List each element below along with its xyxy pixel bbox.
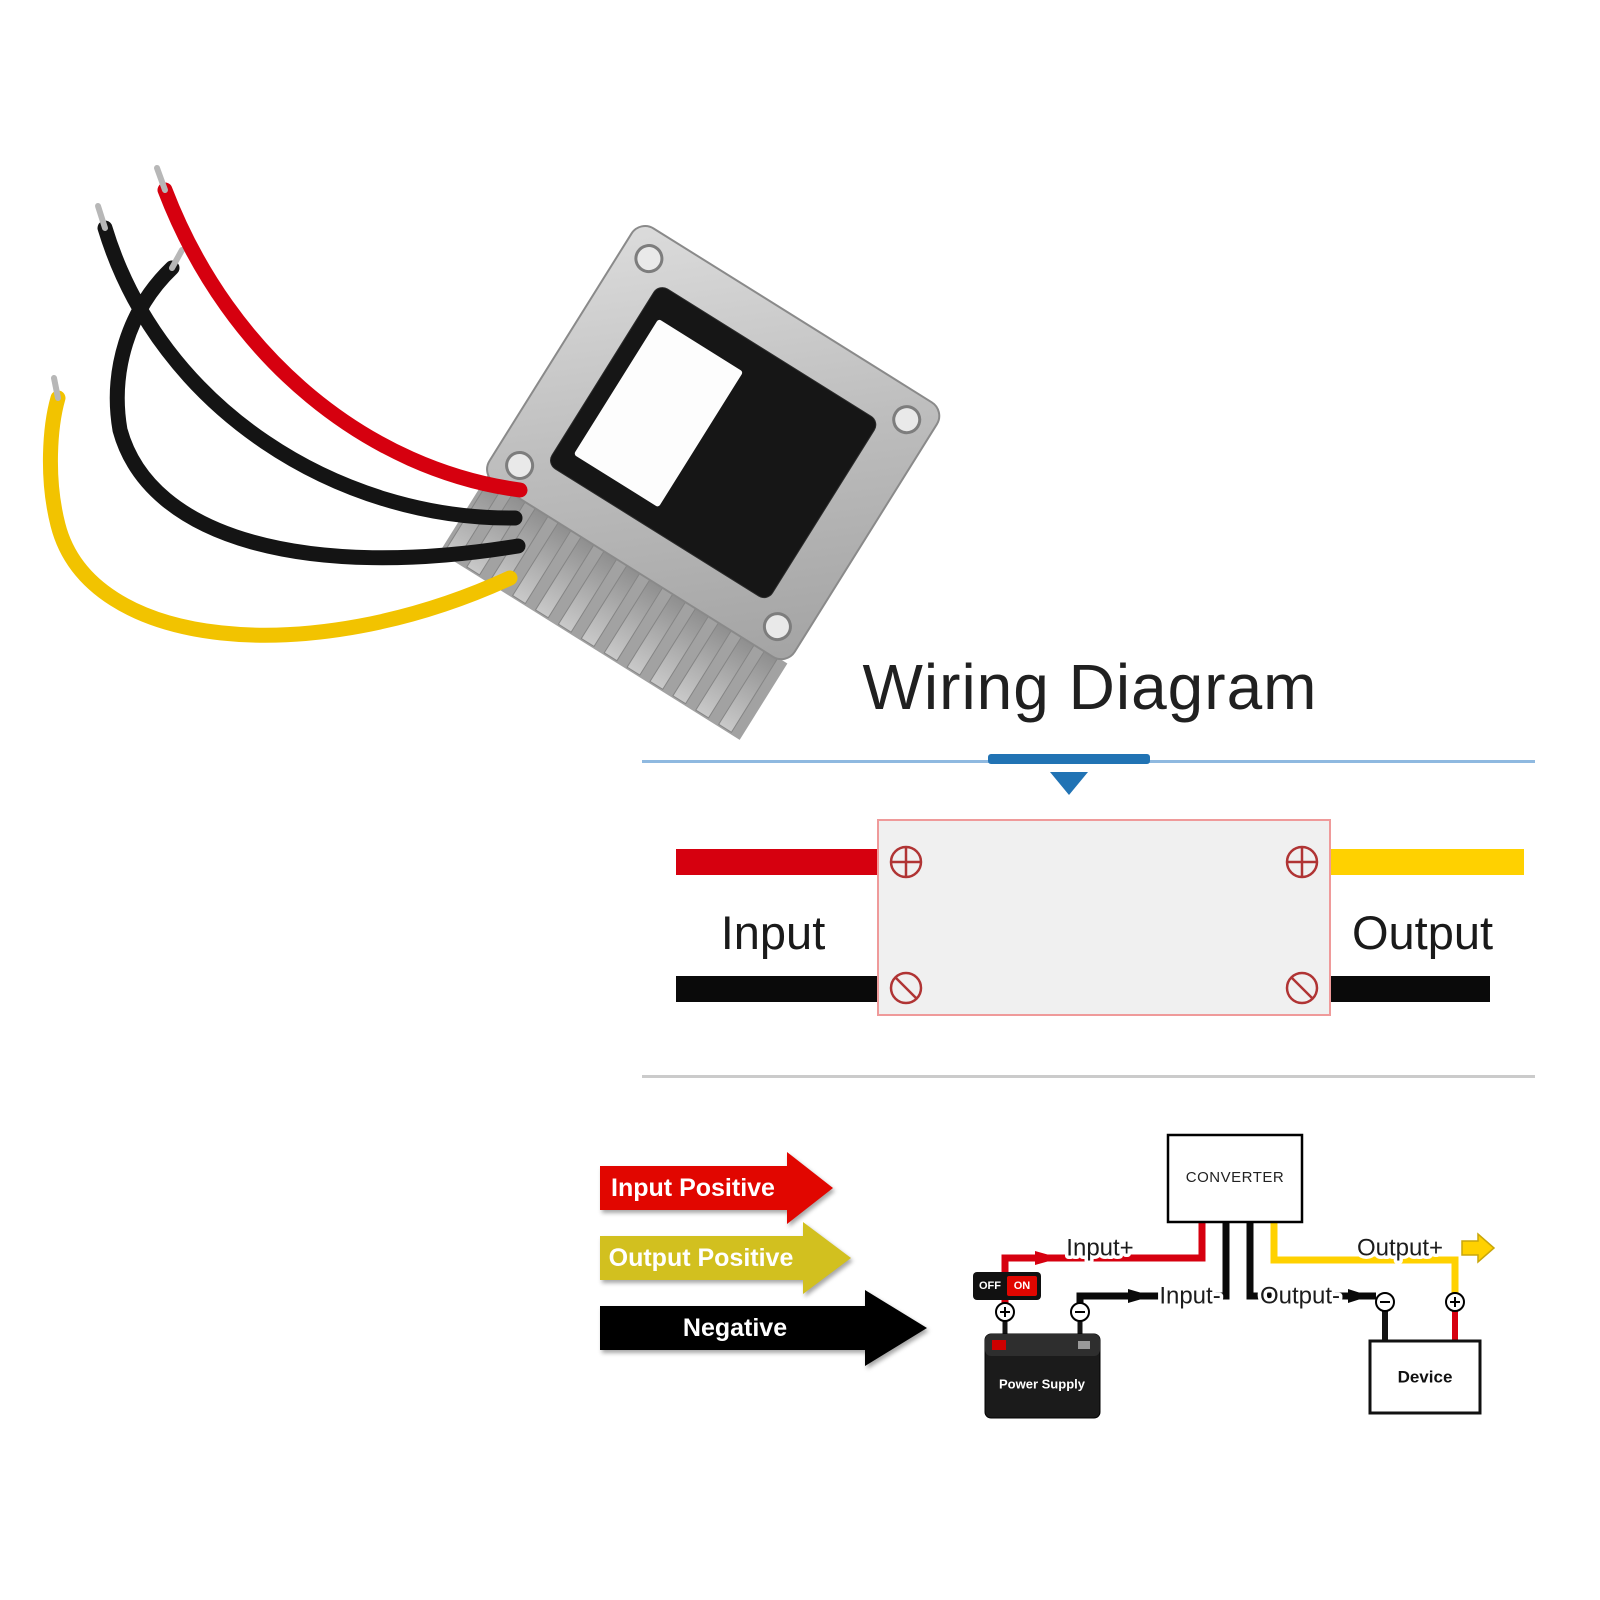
negative-arrow-icon: [600, 1290, 927, 1366]
output-positive-arrow-icon: [600, 1222, 851, 1294]
heatsink-fins: [439, 475, 788, 740]
product-photo: [42, 165, 941, 740]
divider-accent: [988, 754, 1150, 764]
legend-label: Negative: [683, 1314, 787, 1342]
plus-terminal-icon: [1445, 1292, 1465, 1312]
terminal-plus-icon: [1285, 845, 1319, 879]
mounting-hole-icon: [505, 451, 535, 481]
black-wire-2-tip: [169, 247, 185, 271]
chevron-down-icon: [1050, 772, 1088, 795]
yellow-wire: [42, 390, 518, 643]
output-minus-label: Output-: [1260, 1283, 1340, 1310]
legend-label: Input Positive: [611, 1174, 775, 1202]
plus-terminal-icon: [995, 1302, 1015, 1322]
output-label: Output: [1351, 906, 1494, 959]
section-divider: [642, 1075, 1535, 1078]
black-wire-1-tip: [95, 203, 108, 231]
output-negative-wire: [1322, 976, 1490, 1002]
wiring-schematic: [676, 819, 1524, 1016]
red-wire: [157, 182, 528, 498]
power-supply-box: Power Supply: [984, 1333, 1101, 1419]
black-wire-1: [97, 220, 523, 526]
legend-label: Output Positive: [609, 1244, 794, 1272]
input-minus-label: Input-: [1159, 1283, 1220, 1310]
black-arrow-icon: [1128, 1289, 1152, 1303]
power-supply-label: Power Supply: [999, 1377, 1086, 1392]
converter-box: [1166, 1133, 1304, 1224]
terminal-plus-icon: [889, 845, 923, 879]
input-positive-arrow-icon: [600, 1152, 833, 1224]
input-label: Input: [720, 906, 826, 959]
device-box: Device: [1368, 1339, 1482, 1415]
device-label-sticker: [574, 319, 743, 507]
minus-terminal-icon: [1070, 1302, 1090, 1322]
terminal-screw-icon: [889, 971, 923, 1005]
input-plus-label: Input+: [1066, 1235, 1133, 1262]
supply-indicator: [992, 1340, 1006, 1350]
black-arrow-icon: [1348, 1289, 1370, 1303]
device-wires: [42, 165, 528, 643]
switch-on-label: ON: [1014, 1280, 1031, 1292]
red-wire-tip: [154, 165, 168, 193]
device-box-label: Device: [1398, 1368, 1453, 1387]
converter-box-label: CONVERTER: [1186, 1169, 1284, 1186]
input-positive-wire: [676, 849, 888, 875]
page-title: Wiring Diagram: [862, 651, 1318, 723]
yellow-wire-tip: [51, 375, 61, 401]
mounting-holes: [505, 244, 922, 642]
output-plus-label: Output+: [1357, 1235, 1443, 1262]
power-switch: OFF ON: [973, 1272, 1041, 1300]
mounting-hole-icon: [762, 612, 792, 642]
output-negative-wire: [1246, 1222, 1376, 1300]
output-positive-wire: [1322, 849, 1524, 875]
switch-off-label: OFF: [979, 1280, 1001, 1292]
supply-port: [1078, 1341, 1090, 1349]
input-negative-wire: [1076, 1222, 1230, 1303]
red-arrow-icon: [1035, 1251, 1060, 1265]
terminal-screw-icon: [1285, 971, 1319, 1005]
input-negative-wire: [676, 976, 888, 1002]
yellow-arrow-icon: [1461, 1232, 1496, 1264]
input-positive-wire: [1001, 1222, 1206, 1272]
black-wire-2: [109, 260, 526, 566]
wire-color-legend: Input Positive Output Positive Negative: [600, 1152, 927, 1366]
device-body: [439, 225, 941, 740]
converter-outline-box: [877, 819, 1331, 1016]
minus-terminal-icon: [1375, 1292, 1395, 1312]
mounting-hole-icon: [634, 244, 664, 274]
output-positive-wire: [1270, 1222, 1459, 1293]
connection-circuit: CONVERTER Input+ Input- Output- Output+ …: [973, 1133, 1496, 1419]
mounting-hole-icon: [892, 405, 922, 435]
